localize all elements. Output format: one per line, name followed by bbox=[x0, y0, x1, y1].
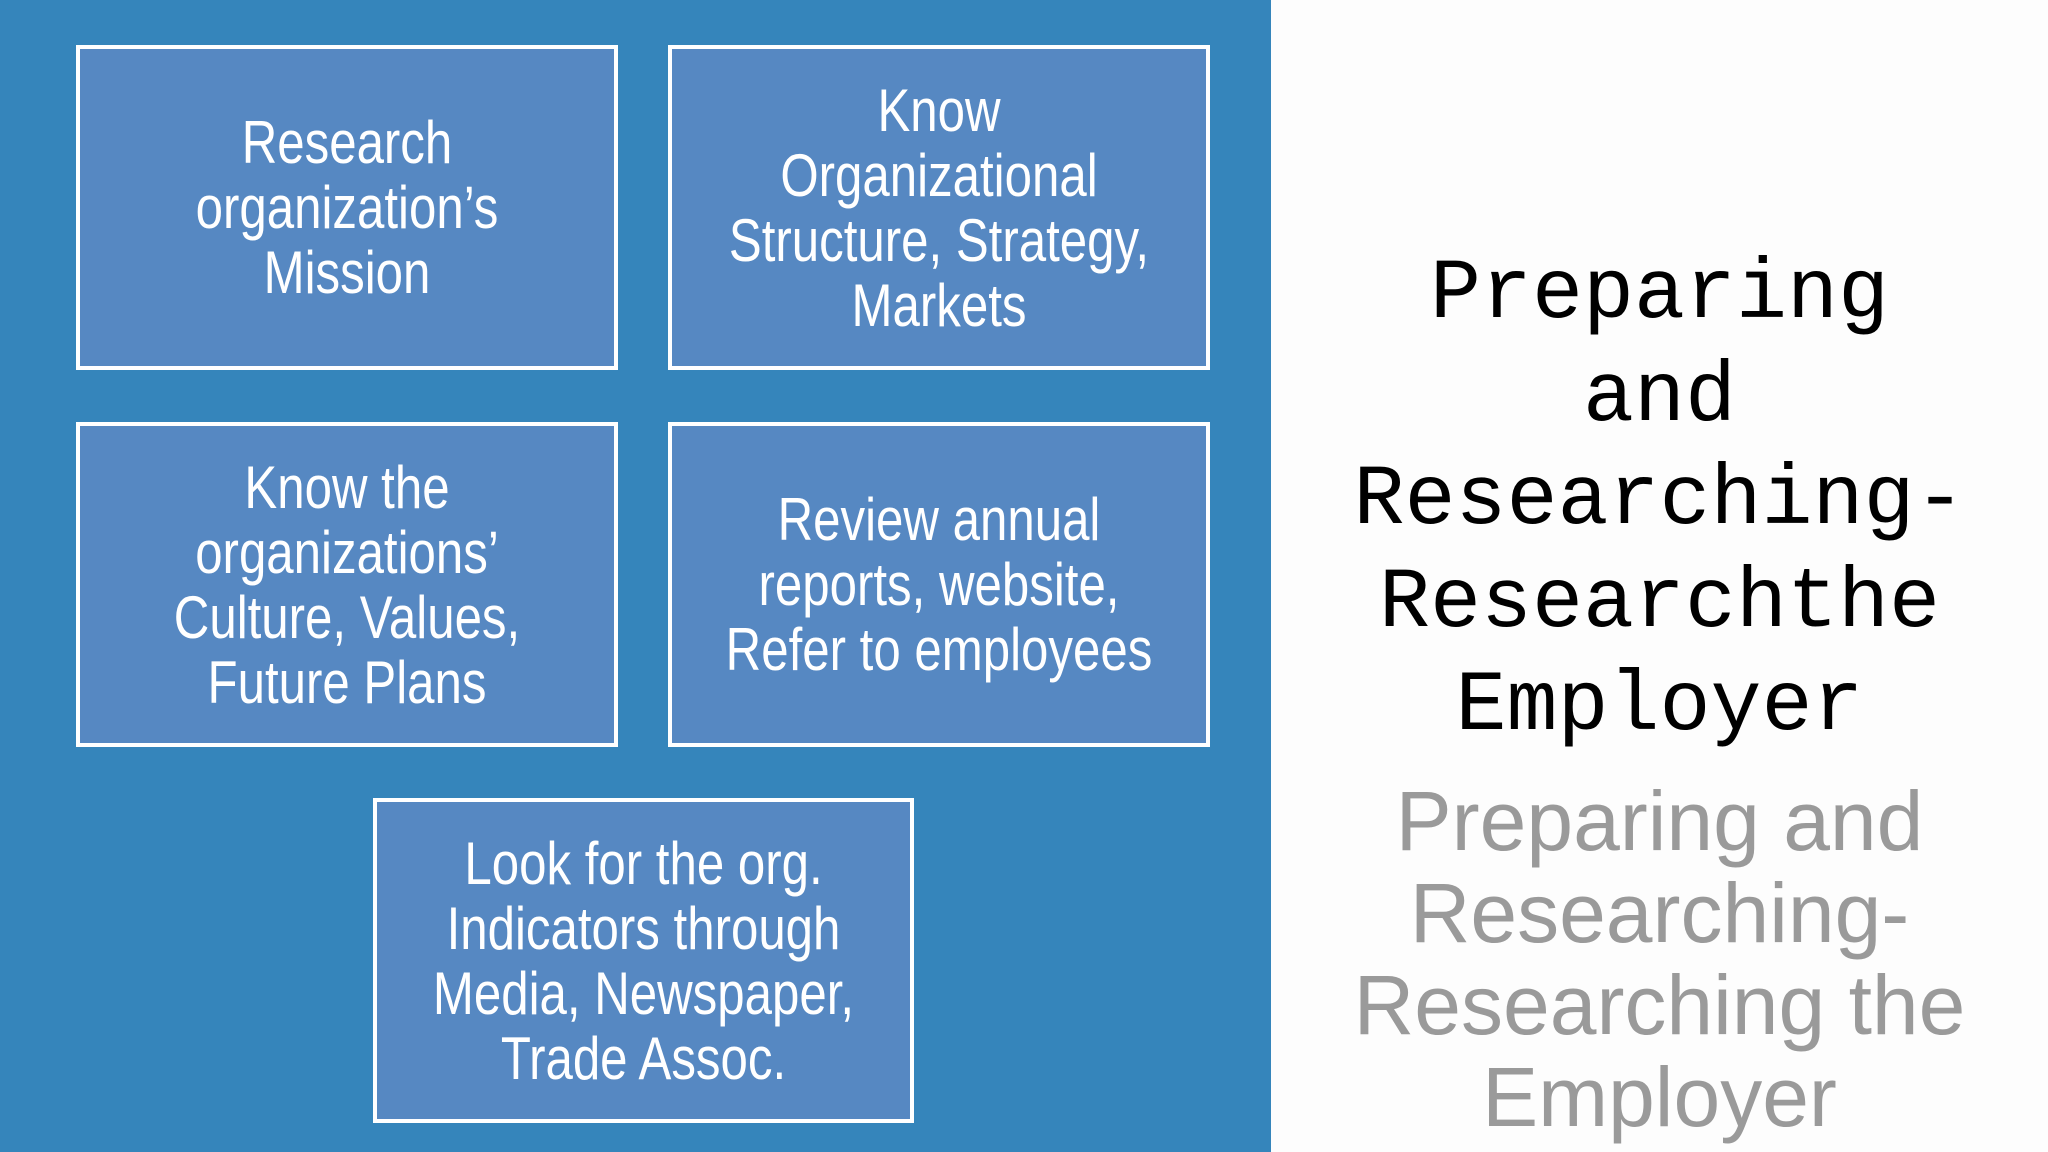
box-research-mission: Research organization’s Mission bbox=[76, 45, 618, 370]
box-org-structure: Know Organizational Structure, Strategy,… bbox=[668, 45, 1210, 370]
title-line: Researching- bbox=[1353, 452, 1966, 549]
title-line: Employer bbox=[1455, 658, 1864, 755]
title-panel: Preparing and Researching- Researchthe E… bbox=[1271, 0, 2048, 1152]
ghost-line: Preparing and bbox=[1395, 774, 1924, 868]
ghost-line: Researching- bbox=[1409, 866, 1910, 960]
box-text: Research organization’s Mission bbox=[195, 109, 499, 306]
box-text: Know Organizational Structure, Strategy,… bbox=[728, 76, 1150, 339]
ghost-line: Researching the bbox=[1353, 958, 1966, 1052]
ghost-title: Preparing and Researching- Researching t… bbox=[1271, 775, 2048, 1143]
ghost-line: Employer bbox=[1482, 1050, 1837, 1144]
title-line: Preparing bbox=[1429, 246, 1890, 343]
box-org-indicators: Look for the org. Indicators through Med… bbox=[373, 798, 914, 1123]
box-review-reports: Review annual reports, website, Refer to… bbox=[668, 422, 1210, 747]
box-text: Know the organizations’ Culture, Values,… bbox=[173, 453, 521, 716]
title-line: and bbox=[1582, 349, 1737, 446]
box-culture-values: Know the organizations’ Culture, Values,… bbox=[76, 422, 618, 747]
title-line: Researchthe bbox=[1378, 555, 1941, 652]
box-text: Review annual reports, website, Refer to… bbox=[725, 486, 1153, 683]
box-text: Look for the org. Indicators through Med… bbox=[432, 829, 855, 1092]
slide-title: Preparing and Researching- Researchthe E… bbox=[1271, 243, 2048, 758]
topics-panel: Research organization’s Mission Know Org… bbox=[0, 0, 1271, 1152]
